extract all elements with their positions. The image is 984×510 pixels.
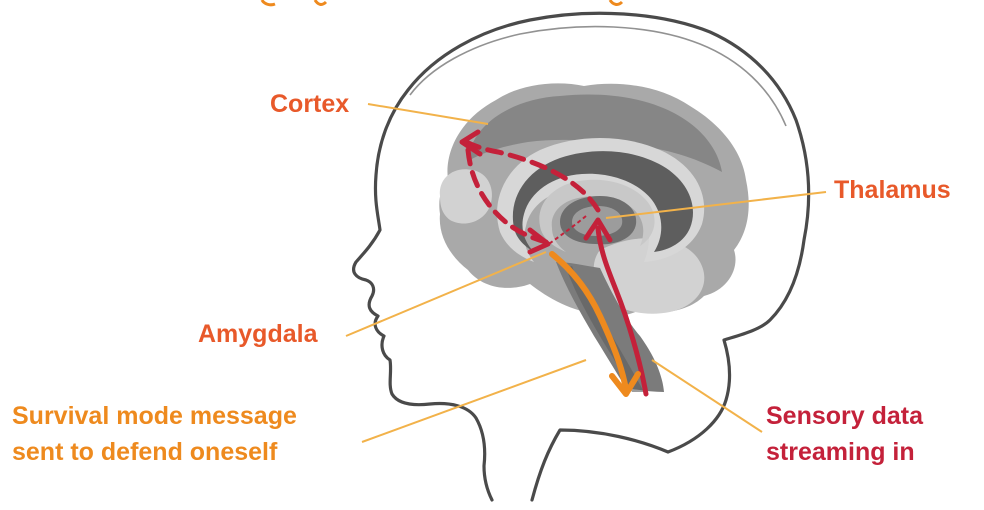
amygdala-label: Amygdala <box>198 320 319 348</box>
sensory-label-line1: Sensory data <box>766 402 924 430</box>
amygdala-leader <box>346 252 546 336</box>
survival-leader <box>362 360 586 442</box>
cortex-leader <box>368 104 488 124</box>
survival-label-line2: sent to defend oneself <box>12 438 278 466</box>
cropped-title-fragment <box>262 0 622 5</box>
sensory-leader <box>652 360 762 432</box>
thalamus-label: Thalamus <box>834 176 951 204</box>
cortex-label: Cortex <box>270 90 349 118</box>
survival-label-line1: Survival mode message <box>12 402 297 430</box>
sensory-label-line2: streaming in <box>766 438 915 466</box>
